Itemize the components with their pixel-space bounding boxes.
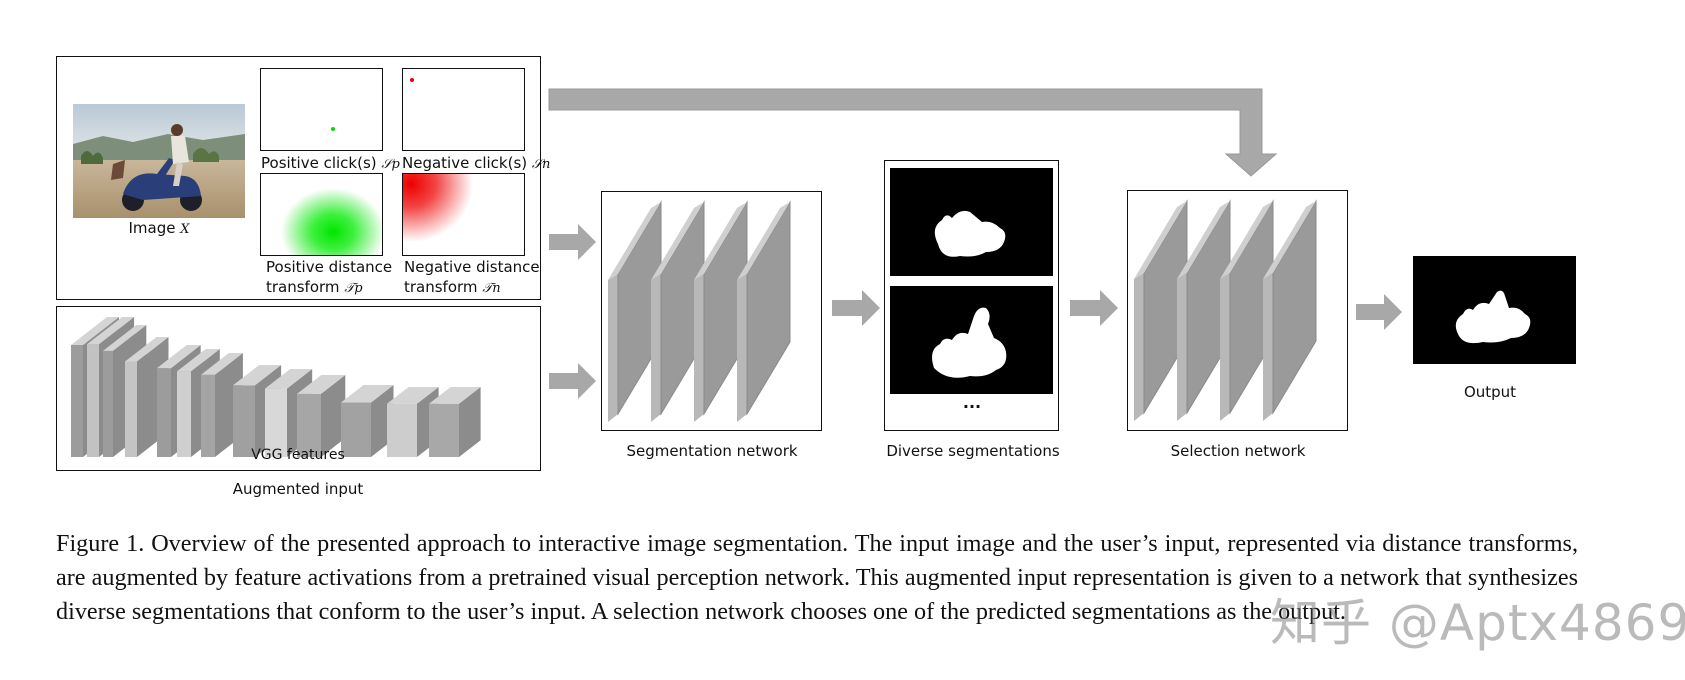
positive-dt-label-1: Positive distance <box>266 258 393 276</box>
vgg-block-front <box>71 345 83 457</box>
output-label: Output <box>1463 383 1517 401</box>
positive-distance-transform-map <box>260 173 383 256</box>
vgg-layers-graphic <box>71 317 481 457</box>
positive-dt-text: transform <box>266 278 340 296</box>
vgg-block-top <box>265 369 313 389</box>
positive-click-dot <box>331 127 335 131</box>
layer-edge <box>1134 201 1187 279</box>
arrow-input-to-segnet <box>549 224 596 260</box>
positive-click-text: Positive click(s) <box>261 154 377 172</box>
negative-click-map <box>402 68 525 151</box>
vgg-block-top <box>387 387 439 404</box>
positive-click-label: Positive click(s) 𝒮p <box>261 154 400 172</box>
image-label: Image X <box>128 219 189 237</box>
negative-dt-label-2: transform 𝒯n <box>404 278 501 296</box>
input-image <box>73 104 245 218</box>
selnet-layers-graphic <box>1134 199 1317 421</box>
negative-dt-symbol: 𝒯n <box>482 281 501 296</box>
positive-dt-symbol: 𝒯p <box>344 281 363 296</box>
vgg-features-box <box>56 306 541 471</box>
negative-dt-label-1: Negative distance <box>404 258 540 276</box>
layer-edge <box>694 202 747 280</box>
vgg-block-front <box>125 361 137 457</box>
vgg-block-top <box>103 325 147 351</box>
layer-side <box>694 274 704 422</box>
segnet-layers-graphic <box>608 200 791 422</box>
negative-distance-transform-map <box>402 173 525 256</box>
layer-edge <box>1263 201 1316 279</box>
segmentation-network-label: Segmentation network <box>626 442 798 460</box>
vgg-block-front <box>157 368 171 457</box>
vgg-block-top <box>177 349 220 372</box>
vgg-block-front <box>387 403 417 457</box>
arrow-vgg-to-segnet <box>549 363 596 399</box>
layer-edge <box>608 202 661 280</box>
layer-edge <box>737 202 790 280</box>
vgg-block-front <box>265 388 287 457</box>
vgg-block-front <box>233 385 255 457</box>
layer-face <box>1272 199 1317 415</box>
vgg-block-top <box>233 365 282 386</box>
vgg-block-top <box>297 375 346 394</box>
vgg-block-top <box>201 353 243 375</box>
vgg-block-front <box>297 393 321 457</box>
vgg-block-top <box>125 337 169 362</box>
layer-side <box>1177 273 1187 421</box>
vgg-label: VGG features <box>251 447 345 463</box>
input-photo-graphic <box>73 104 245 218</box>
vgg-block-top <box>429 387 481 404</box>
selection-network-label: Selection network <box>1170 442 1306 460</box>
positive-click-map <box>260 68 383 151</box>
vgg-block-top <box>87 317 135 345</box>
more-segmentations-ellipsis: ... <box>962 393 982 412</box>
layer-edge <box>1220 201 1273 279</box>
segmentation-network-box <box>601 191 822 431</box>
vgg-block-front <box>87 344 99 457</box>
figure-caption: Figure 1. Overview of the presented appr… <box>56 530 1578 625</box>
layer-face <box>746 200 791 416</box>
negative-click-symbol: 𝒮n <box>531 157 551 172</box>
vgg-block-front <box>341 402 371 457</box>
arrow-selnet-to-output <box>1356 294 1402 330</box>
vgg-block-top <box>71 317 119 345</box>
negative-click-dot <box>410 78 414 82</box>
negative-click-label: Negative click(s) 𝒮n <box>402 154 550 172</box>
positive-click-symbol: 𝒮p <box>381 157 400 172</box>
layer-side <box>608 274 618 422</box>
vgg-block-front <box>103 350 113 457</box>
layer-side <box>1134 273 1144 421</box>
image-label-text: Image <box>128 219 176 237</box>
segmentation-mask-1 <box>890 168 1053 276</box>
vgg-block-front <box>429 403 459 457</box>
negative-click-text: Negative click(s) <box>402 154 528 172</box>
augmented-input-label: Augmented input <box>232 480 364 498</box>
watermark: 知乎 @Aptx4869 <box>1270 594 1685 652</box>
layer-side <box>737 274 747 422</box>
vgg-block-side <box>459 387 481 457</box>
vgg-block-front <box>201 374 215 457</box>
positive-dt-label-2: transform 𝒯p <box>266 278 363 296</box>
vgg-block-front <box>177 371 191 457</box>
diverse-segmentations-label: Diverse segmentations <box>886 442 1060 460</box>
segmentation-mask-2 <box>890 286 1053 394</box>
negative-dt-text: transform <box>404 278 478 296</box>
layer-edge <box>1177 201 1230 279</box>
layer-side <box>1220 273 1230 421</box>
arrow-diverse-to-selnet <box>1070 290 1118 326</box>
diverse-segmentations-box: ... <box>884 160 1059 431</box>
vgg-block-top <box>341 385 394 403</box>
image-symbol: X <box>180 222 190 237</box>
selection-network-box <box>1127 190 1348 431</box>
layer-edge <box>651 202 704 280</box>
layer-side <box>651 274 661 422</box>
vgg-block-side <box>321 375 346 457</box>
layer-side <box>1263 273 1273 421</box>
output-mask <box>1413 256 1576 364</box>
vgg-block-top <box>157 345 201 369</box>
arrow-segnet-to-diverse <box>832 290 880 326</box>
